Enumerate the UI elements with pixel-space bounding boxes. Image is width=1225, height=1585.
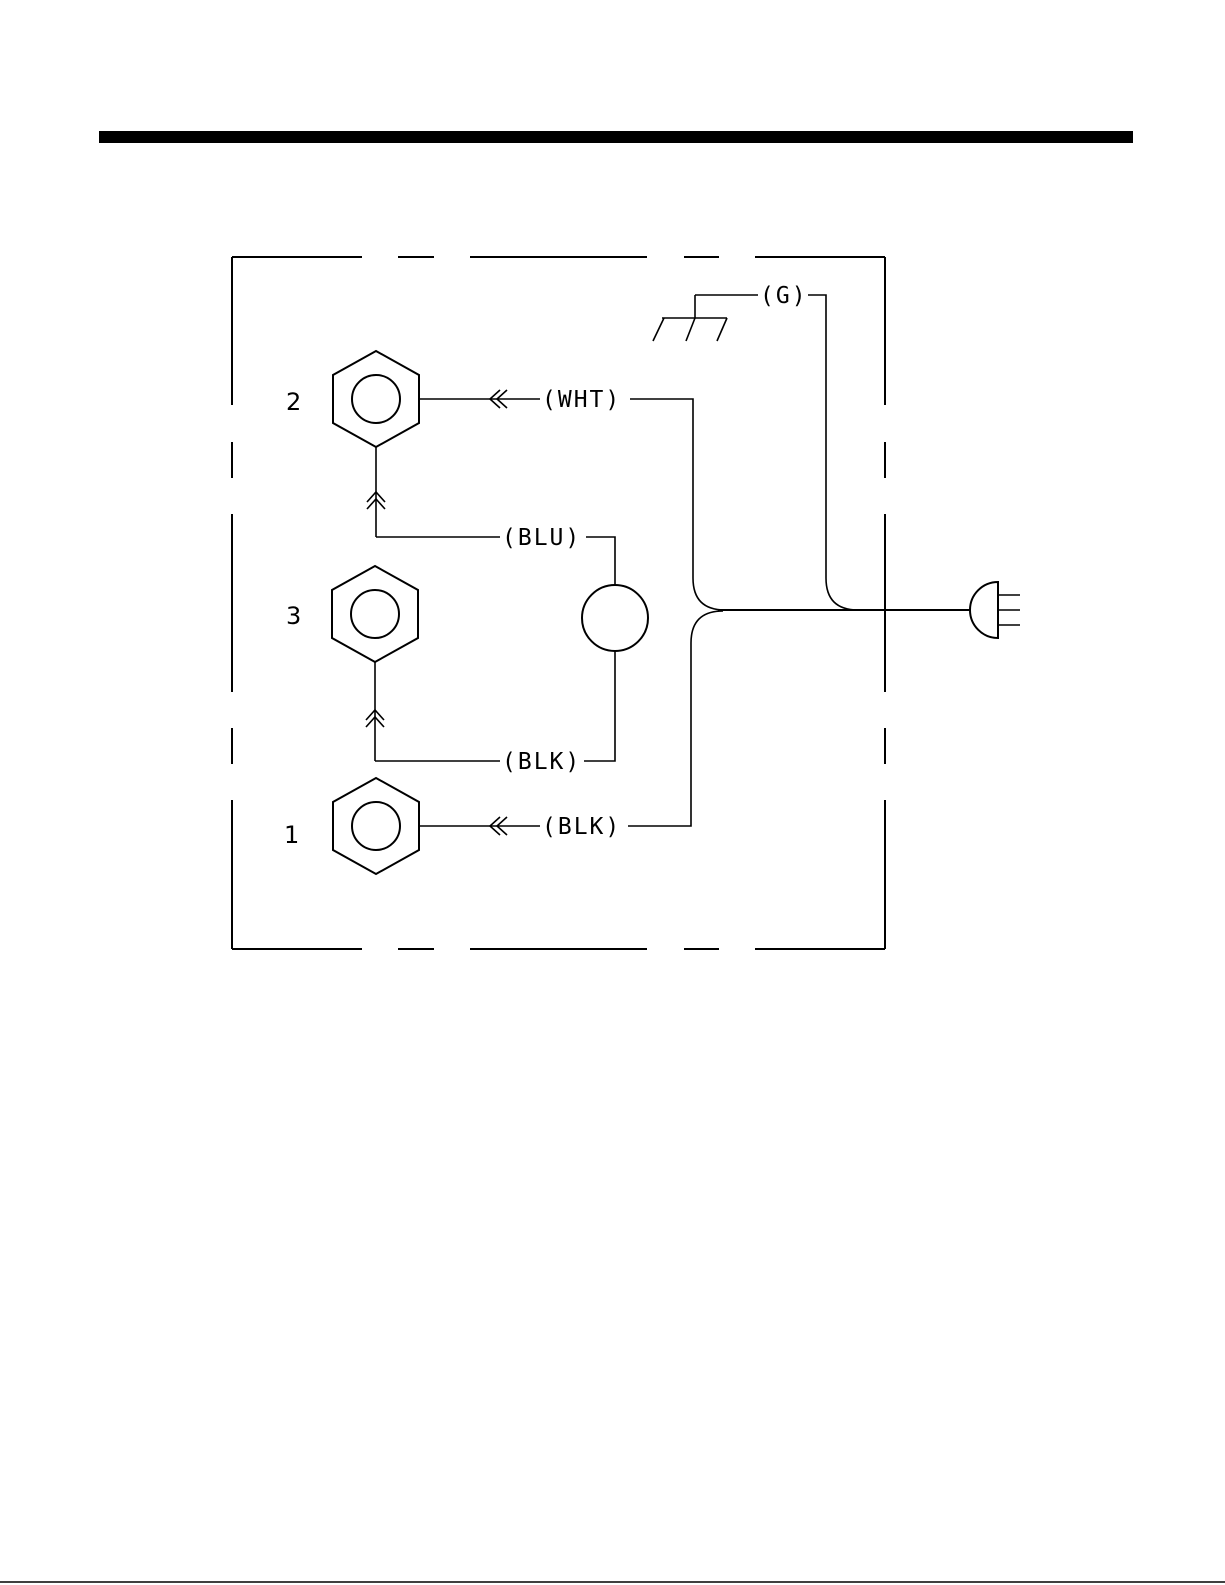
wire-label-blue: (BLU) bbox=[502, 525, 581, 551]
wire-black-upper-right bbox=[584, 651, 615, 761]
wire-black-lower bbox=[628, 611, 723, 826]
wire-white bbox=[630, 399, 725, 610]
lamp-socket-icon bbox=[332, 566, 418, 662]
switch-circle-icon bbox=[582, 585, 648, 651]
wire-label-black-upper: (BLK) bbox=[502, 749, 581, 775]
wire-label-ground: (G) bbox=[760, 283, 808, 309]
wire-label-white: (WHT) bbox=[542, 387, 621, 413]
wire-label-black-lower: (BLK) bbox=[542, 814, 621, 840]
header-rule bbox=[99, 131, 1133, 143]
plug-icon bbox=[970, 582, 1020, 638]
socket-number-2: 2 bbox=[286, 388, 301, 416]
ground-icon bbox=[653, 295, 727, 341]
lamp-socket-icon bbox=[333, 351, 419, 447]
ground-wire bbox=[808, 295, 858, 610]
wire-blue-right bbox=[586, 537, 615, 586]
socket-number-1: 1 bbox=[284, 821, 299, 849]
socket-number-3: 3 bbox=[286, 602, 301, 630]
enclosure-border bbox=[232, 257, 885, 949]
lamp-socket-icon bbox=[333, 778, 419, 874]
